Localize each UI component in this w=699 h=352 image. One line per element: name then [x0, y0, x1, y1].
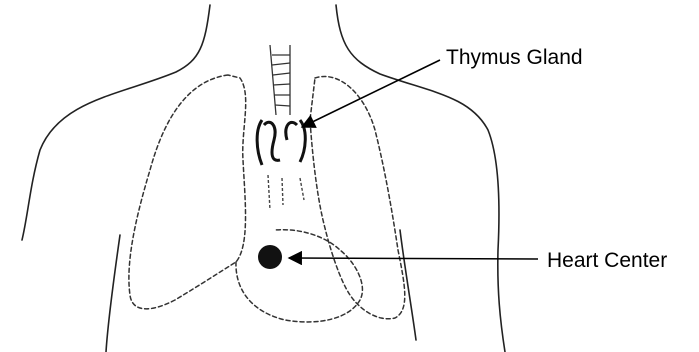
body-outline: [22, 5, 505, 352]
thymus-gland-shape: [257, 120, 305, 210]
heart-outline: [236, 230, 362, 322]
heart-center-label: Heart Center: [547, 249, 667, 272]
right-lung-outline: [310, 77, 405, 319]
left-lung-outline: [129, 75, 246, 309]
trachea: [270, 45, 290, 115]
heart-arrow: [289, 258, 538, 259]
heart-center-dot: [258, 245, 282, 269]
thymus-gland-label: Thymus Gland: [446, 46, 583, 69]
